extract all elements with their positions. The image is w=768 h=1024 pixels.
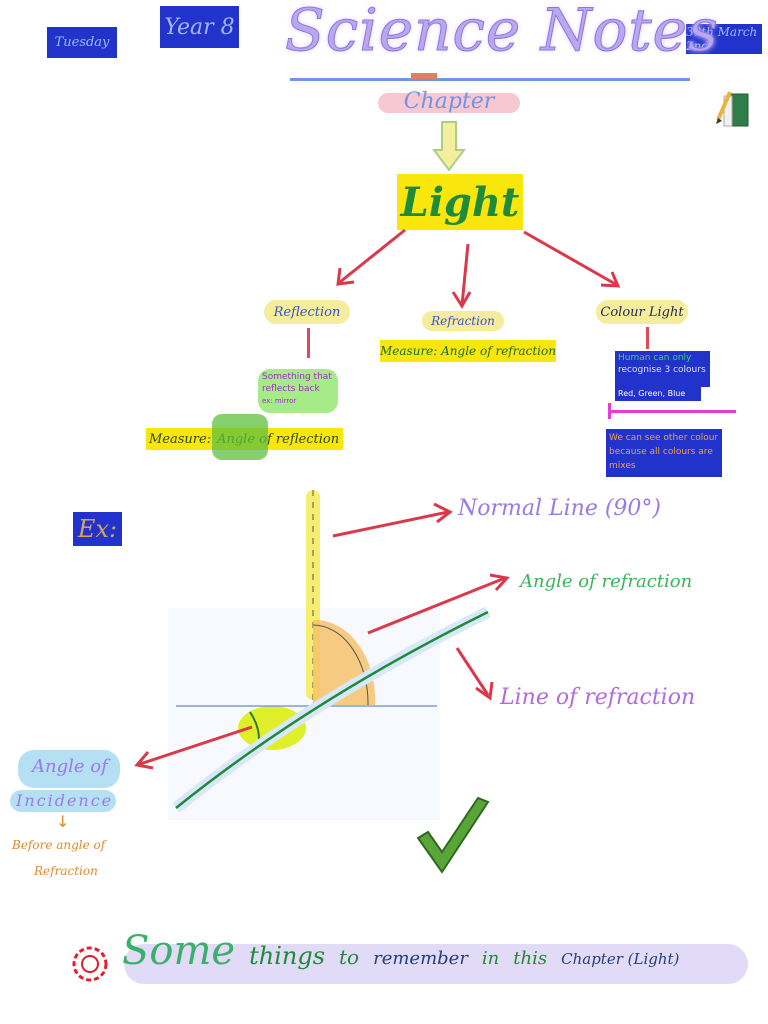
arrow-to-colour-light [523,230,618,287]
angle-of-incidence-highlight [18,750,120,788]
footer-word: things [249,942,326,970]
check-mark-icon [416,796,490,874]
topic-box: Light [397,174,523,230]
footer-word: this [513,948,548,969]
year-box: Year 8 [160,6,239,48]
footer-highlight [124,944,748,984]
angle-of-incidence-label-2: Incidence [16,791,114,810]
footer-word: in [481,948,500,969]
reflection-def-line: ex: mirror [262,397,297,405]
title-underline-mark [411,73,437,79]
colour-fact-line: Human can only [618,353,692,363]
angle-of-refraction-label: Angle of refraction [520,571,693,592]
colour-light-note-box: We can see other colour because all colo… [606,429,722,477]
before-refraction-label-2: Refraction [34,864,98,878]
arrow-angle-refraction-head [489,573,510,592]
refraction-measure: Measure: Angle of refraction [380,344,556,358]
refraction-angle-arc-line [312,624,369,706]
colour-light-divider [608,410,736,413]
line-of-refraction-label: Line of refraction [500,685,696,710]
year-label: Year 8 [164,14,235,40]
reflection-label: Reflection [273,304,341,320]
reflection-connector [307,328,310,358]
colour-light-divider-cap [608,403,611,419]
example-label: Ex: [77,515,118,543]
colour-note-line: We can see other colour [609,433,719,443]
chapter-label: Chapter [403,88,495,114]
angle-of-incidence-label-1: Angle of [32,756,108,777]
colour-light-label: Colour Light [600,304,684,320]
before-refraction-label-1: Before angle of [12,838,106,852]
arrow-line-refraction-head [475,681,494,701]
arrow-angle-refraction [367,576,506,635]
incidence-angle-blob [238,706,306,750]
refraction-measure-box: Measure: Angle of refraction [380,340,556,362]
arrow-normal-line-head [433,502,453,524]
reflection-definition-box: Something that reflects back ex: mirror [258,369,338,413]
colour-light-connector [646,327,649,349]
colour-fact-line: Red, Green, Blue [618,389,686,398]
footer-word: remember [373,948,468,969]
example-label-box: Ex: [73,512,122,546]
arrow-normal-line [332,510,449,538]
refraction-label-box: Refraction [422,311,504,331]
colour-light-label-box: Colour Light [596,300,688,324]
footer-sentence: Some things to remember in this Chapter … [122,928,752,988]
angle-of-incidence-highlight-2 [10,790,116,812]
chapter-label-box: Chapter [378,89,520,114]
date-label: 30th March 2nd [686,25,758,53]
chapter-down-arrow-icon [432,120,466,172]
colour-fact-line: recognise 3 colours [618,365,706,375]
footer-word: Some [122,928,236,974]
date-box: 30th March 2nd [686,24,762,54]
refraction-line [175,610,489,809]
title-underline [290,78,690,81]
reflection-def-line: reflects back [262,384,320,394]
footer-word: to [339,945,360,969]
branch-arrows [336,228,621,309]
arrow-to-colour-light-head [600,271,621,288]
topic-title: Light [400,178,520,226]
normal-line-label: Normal Line (90°) [458,496,662,521]
refraction-label: Refraction [431,314,495,328]
colour-light-rgb-box: Red, Green, Blue [615,387,701,401]
colour-light-facts-box: Human can only recognise 3 colours [615,351,710,387]
page-title: Science Notes [285,0,719,65]
reflection-green-scribble [212,414,268,460]
day-label: Tuesday [54,35,110,50]
incidence-down-arrow: ↓ [56,812,70,831]
day-box: Tuesday [47,27,117,58]
arrow-angle-incidence-head [134,751,154,770]
arrow-angle-incidence [139,725,253,766]
colour-note-line: mixes [609,461,636,471]
arrow-to-reflection [339,228,406,284]
arrow-to-refraction-head [451,291,472,309]
reflection-label-box: Reflection [264,300,350,324]
footer-word: Chapter (Light) [561,950,680,968]
reflection-def-line: Something that [262,372,332,382]
colour-note-line: because all colours are [609,447,713,457]
label-arrows [134,502,510,770]
reflection-measure-prefix: Measure: [149,431,212,447]
arrow-line-refraction [455,647,490,696]
arrow-to-refraction [460,243,470,306]
notebook-pencil-icon [714,88,750,128]
flower-icon [72,946,108,982]
arrow-to-reflection-head [336,267,355,286]
